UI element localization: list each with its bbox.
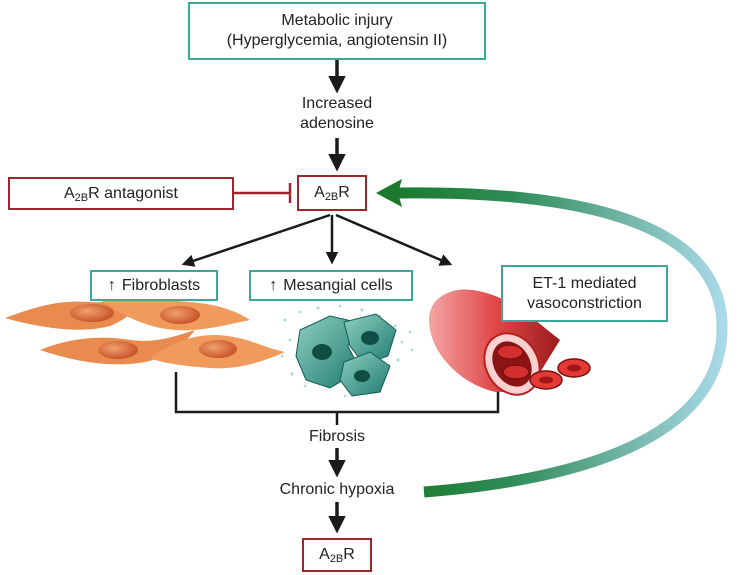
a2br-receptor-bottom-label: A2BR	[319, 546, 355, 565]
et1-line2: vasoconstriction	[527, 294, 642, 312]
a2br-receptor-top-box: A2BR	[297, 175, 367, 211]
feedback-arc	[395, 187, 728, 498]
feedback-arrowhead	[376, 179, 402, 207]
et1-vasoconstriction-box: ET-1 mediated vasoconstriction	[501, 265, 668, 322]
metabolic-injury-title: Metabolic injury	[281, 12, 393, 29]
mesangial-cells-box: ↑ Mesangial cells	[249, 270, 413, 301]
a2br-receptor-label: A2BR	[314, 184, 350, 203]
arrow-to-vasoconstriction	[335, 213, 453, 266]
arrow-to-fibroblasts	[181, 213, 331, 267]
mesangial-cells-label: Mesangial cells	[283, 276, 393, 294]
a2br-antagonist-box: A2BR antagonist	[8, 177, 234, 210]
fibroblasts-box: ↑ Fibroblasts	[90, 270, 218, 301]
metabolic-injury-causes: (Hyperglycemia, angiotensin II)	[226, 32, 448, 49]
increased-adenosine-label: Increased adenosine	[278, 94, 396, 134]
chronic-hypoxia-label: Chronic hypoxia	[262, 480, 412, 500]
et1-line1: ET-1 mediated	[532, 274, 637, 292]
fibroblast-cells-icon	[5, 290, 285, 369]
antagonist-label: A2BR antagonist	[64, 184, 178, 204]
up-arrow-icon: ↑	[269, 276, 278, 294]
a2br-receptor-bottom-box: A2BR	[302, 538, 372, 572]
mesangial-cells-icon	[280, 304, 414, 398]
fibrosis-label: Fibrosis	[292, 427, 382, 447]
metabolic-injury-box: Metabolic injury (Hyperglycemia, angiote…	[188, 2, 486, 60]
fibroblasts-label: Fibroblasts	[121, 276, 201, 294]
up-arrow-icon: ↑	[107, 276, 116, 294]
